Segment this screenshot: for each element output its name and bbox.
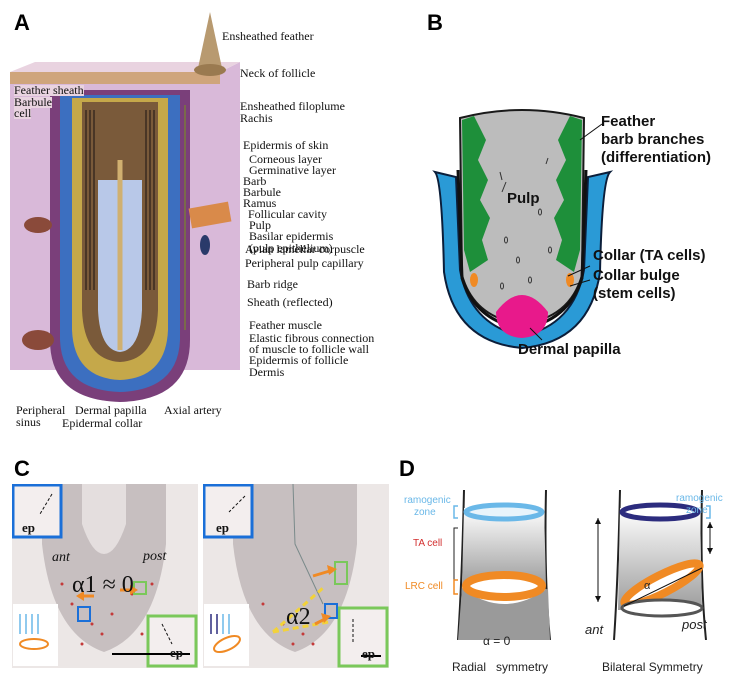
label-axial-artery: Axial artery bbox=[164, 403, 222, 417]
panel-label-b: B bbox=[427, 10, 443, 35]
label-ramus: Ramus bbox=[243, 196, 277, 210]
label-barb: Barb bbox=[243, 174, 267, 188]
label-pulp: Pulp bbox=[249, 218, 272, 232]
label-ep-c2-bottom: ep bbox=[362, 646, 375, 661]
label-ta-cell: TA cell bbox=[413, 538, 443, 549]
panel-label-a: A bbox=[14, 10, 30, 35]
label-corneous-layer: Corneous layer bbox=[249, 152, 322, 166]
micrograph-right bbox=[203, 484, 389, 668]
label-radial-symmetry: Radial symmetry bbox=[452, 660, 549, 674]
label-epidermis-of-skin: Epidermis of skin bbox=[243, 138, 329, 152]
label-alpha-d: α bbox=[644, 580, 651, 592]
label-elastic-fibrous-connection: Elastic fibrous connection bbox=[249, 331, 375, 345]
label-ep-c1-bottom: ep bbox=[170, 645, 183, 660]
label-ep-c2-top: ep bbox=[216, 520, 229, 535]
label-feather-sheath: Feather sheath bbox=[14, 83, 84, 97]
label-feather-muscle: Feather muscle bbox=[249, 318, 322, 332]
label-post-d: post bbox=[682, 617, 707, 632]
label-barb-ridge: Barb ridge bbox=[247, 277, 298, 291]
label-avian-lamellar-corpuscle: Avian lamellar corpuscle bbox=[245, 242, 365, 256]
label-dermal-papilla-b: Dermal papilla bbox=[518, 341, 621, 358]
label-peripheral-pulp-capillary: Peripheral pulp capillary bbox=[245, 256, 364, 270]
panel-label-d: D bbox=[399, 456, 415, 481]
label-sinus: sinus bbox=[16, 415, 41, 429]
label-neck-of-follicle: Neck of follicle bbox=[240, 66, 316, 80]
label-lrc-cell: LRC cell bbox=[405, 581, 443, 592]
label-zone-left: zone bbox=[414, 507, 436, 518]
label-epidermis-of-follicle: Epidermis of follicle bbox=[249, 353, 349, 367]
label-differentiation: (differentiation) bbox=[601, 149, 711, 166]
label-stem-cells: (stem cells) bbox=[593, 285, 676, 302]
label-collar-bulge: Collar bulge bbox=[593, 267, 680, 284]
label-barbule-left: Barbule bbox=[14, 95, 52, 109]
label-peripheral: Peripheral bbox=[16, 403, 66, 417]
label-ant-d: ant bbox=[585, 622, 604, 637]
label-ramogenic-right: ramogenic bbox=[676, 493, 723, 504]
label-germinative-layer: Germinative layer bbox=[249, 163, 336, 177]
label-barb-branches: barb branches bbox=[601, 131, 705, 148]
label-barbule: Barbule bbox=[243, 185, 281, 199]
label-dermal-papilla-a: Dermal papilla bbox=[75, 403, 147, 417]
label-basilar-epidermis: Basilar epidermis bbox=[249, 229, 334, 243]
micrograph-left bbox=[12, 484, 198, 668]
label-rachis: Rachis bbox=[240, 111, 273, 125]
label-alpha2: α2 bbox=[286, 604, 311, 630]
label-ensheathed-feather: Ensheathed feather bbox=[222, 29, 314, 43]
label-ant-c: ant bbox=[52, 550, 70, 565]
symmetry-diagram bbox=[453, 490, 713, 640]
label-post-c: post bbox=[143, 549, 167, 564]
label-epidermal-collar: Epidermal collar bbox=[62, 416, 143, 430]
label-alpha-zero: α = 0 bbox=[483, 634, 511, 648]
follicle-illustration bbox=[10, 12, 240, 402]
label-dermis: Dermis bbox=[249, 365, 285, 379]
label-cell-left: cell bbox=[14, 106, 32, 120]
follicle-schematic bbox=[432, 109, 614, 350]
label-muscle-to-follicle-wall: of muscle to follicle wall bbox=[249, 342, 369, 356]
label-feather: Feather bbox=[601, 113, 656, 130]
label-ep-c1-top: ep bbox=[22, 520, 35, 535]
label-sheath-reflected: Sheath (reflected) bbox=[247, 295, 333, 309]
label-follicular-cavity: Follicular cavity bbox=[248, 207, 327, 221]
label-pulp-b: Pulp bbox=[507, 190, 540, 207]
label-pulp-epithelium: (pulp epithelium) bbox=[249, 241, 333, 255]
panel-label-c: C bbox=[14, 456, 30, 481]
label-collar-ta-cells: Collar (TA cells) bbox=[593, 247, 706, 264]
label-zone-right: zone bbox=[686, 505, 708, 516]
label-bilateral-symmetry: Bilateral Symmetry bbox=[602, 660, 703, 674]
label-ramogenic-left: ramogenic bbox=[404, 495, 451, 506]
label-alpha1: α1 ≈ 0 bbox=[72, 572, 134, 598]
label-ensheathed-filoplume: Ensheathed filoplume bbox=[240, 99, 345, 113]
